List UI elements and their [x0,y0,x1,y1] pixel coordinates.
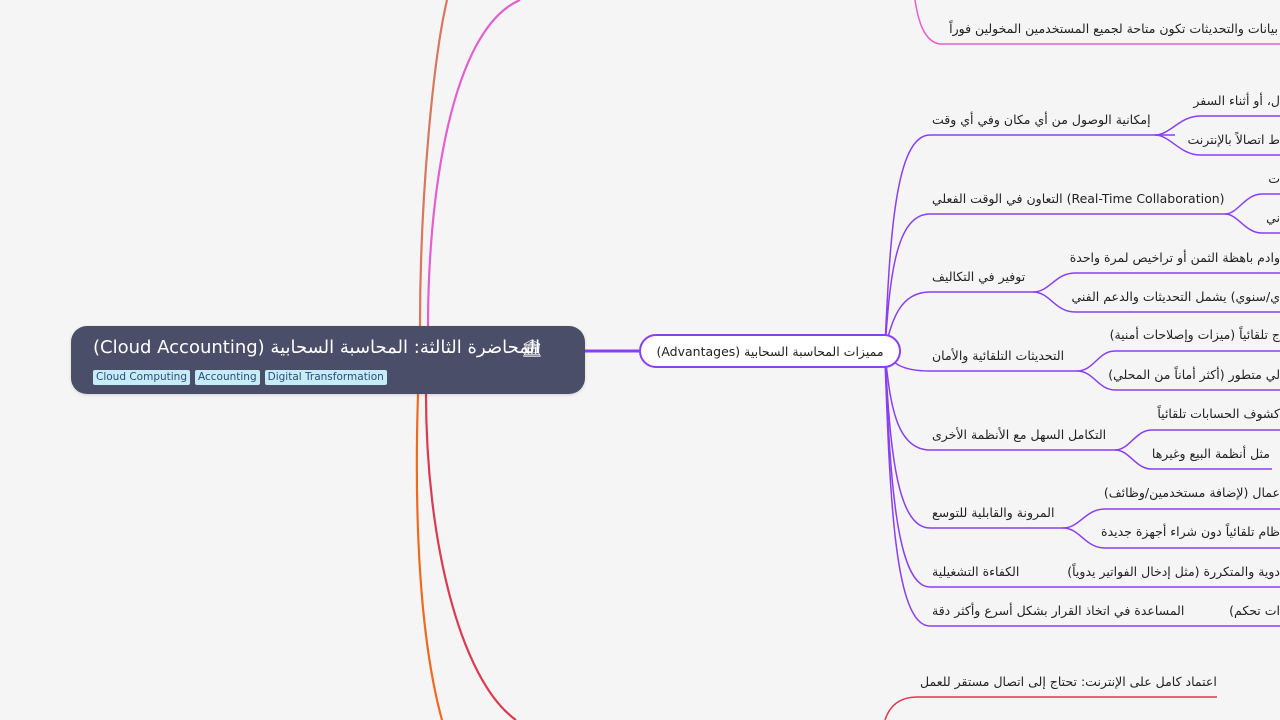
adv-2-child-1-label[interactable]: ت [1268,171,1280,186]
adv-3-child-1 [1032,272,1280,293]
adv-1-child-2-label[interactable]: ط اتصالاً بالإنترنت [1187,132,1280,147]
advantages-node[interactable]: (Advantages) مميزات المحاسبة السحابية [639,334,901,368]
adv-8-child-1-label[interactable]: ات تحكم) [1229,603,1280,618]
tag-cloud-computing[interactable]: Cloud Computing [93,370,190,385]
adv-connector-2 [884,213,1225,348]
adv-7-child-1-label[interactable]: دوية والمتكررة (مثل إدخال الفواتير يدويا… [1067,564,1280,579]
branch-pink [426,0,521,327]
adv-connector-1 [884,134,1175,346]
adv-6-child-1 [1062,508,1280,529]
advantage-5[interactable]: التكامل السهل مع الأنظمة الأخرى [932,427,1107,442]
advantage-7[interactable]: الكفاءة التشغيلية [932,564,1020,579]
adv-6-child-2 [1062,527,1280,549]
root-title: (Cloud Accounting) المحاضرة الثالثة: الم… [93,337,541,358]
adv-connector-5 [884,353,1115,451]
adv-2-child-2-label[interactable]: ني [1266,210,1280,225]
top-partial-leaf[interactable]: بيانات والتحديثات تكون متاحة لجميع المست… [949,21,1278,36]
adv-connector-7 [884,357,1280,588]
adv-3-child-1-label[interactable]: وادم باهظة الثمن أو تراخيص لمرة واحدة [1069,250,1280,265]
pink-leaf-connector [914,0,1280,45]
disadvantage-1[interactable]: اعتماد كامل على الإنترنت: تحتاج إلى اتصا… [920,674,1217,689]
adv-1-child-2 [1154,134,1280,156]
branch-red [424,393,517,720]
branch-orange [415,393,444,720]
adv-6-child-2-label[interactable]: ظام تلقائياً دون شراء أجهزة جديدة [1101,524,1280,539]
bank-icon: 🏛 [521,339,543,359]
adv-4-child-1-label[interactable]: ج تلقائياً (ميزات وإصلاحات أمنية) [1109,327,1280,342]
advantage-4[interactable]: التحديثات التلقائية والأمان [932,348,1065,363]
adv-3-child-2 [1032,291,1280,313]
advantage-1[interactable]: إمكانية الوصول من أي مكان وفي أي وقت [932,112,1151,127]
adv-5-child-2-label[interactable]: مثل أنظمة البيع وغيرها [1151,446,1270,461]
adv-4-child-1 [1076,350,1280,372]
root-topic[interactable]: (Cloud Accounting) المحاضرة الثالثة: الم… [71,326,585,394]
advantage-2[interactable]: (Real-Time Collaboration) التعاون في الو… [932,191,1225,206]
adv-5-child-1 [1114,429,1280,451]
adv-3-child-2-label[interactable]: ي/سنوي) يشمل التحديثات والدعم الفني [1071,289,1280,304]
root-tags: Cloud Computing Accounting Digital Trans… [93,370,387,385]
adv-1-child-1-label[interactable]: ل، أو أثناء السفر [1193,93,1280,108]
advantages-connectors [884,115,1280,627]
adv-4-child-2 [1076,370,1280,391]
adv-6-child-1-label[interactable]: عمال (لإضافة مستخدمين/وظائف) [1103,485,1280,500]
red-leaf-connector [884,696,1217,720]
advantages-node-label: (Advantages) مميزات المحاسبة السحابية [656,344,884,359]
adv-2-child-2 [1224,213,1280,234]
adv-5-child-1-label[interactable]: كشوف الحسابات تلقائياً [1157,406,1280,421]
tag-digital-transformation[interactable]: Digital Transformation [264,370,387,385]
adv-connector-3 [884,291,1033,350]
adv-2-child-1 [1224,193,1280,215]
adv-4-child-2-label[interactable]: لي متطور (أكثر أماناً من المحلي) [1108,367,1280,382]
branch-top-left [418,0,449,327]
advantage-8[interactable]: المساعدة في اتخاذ القرار بشكل أسرع وأكثر… [932,603,1185,618]
adv-connector-8 [884,359,1280,627]
advantage-3[interactable]: توفير في التكاليف [932,269,1026,284]
tag-accounting[interactable]: Accounting [195,370,260,385]
adv-1-child-1 [1154,115,1280,136]
advantage-6[interactable]: المرونة والقابلية للتوسع [932,505,1055,520]
adv-5-child-2 [1114,449,1272,470]
